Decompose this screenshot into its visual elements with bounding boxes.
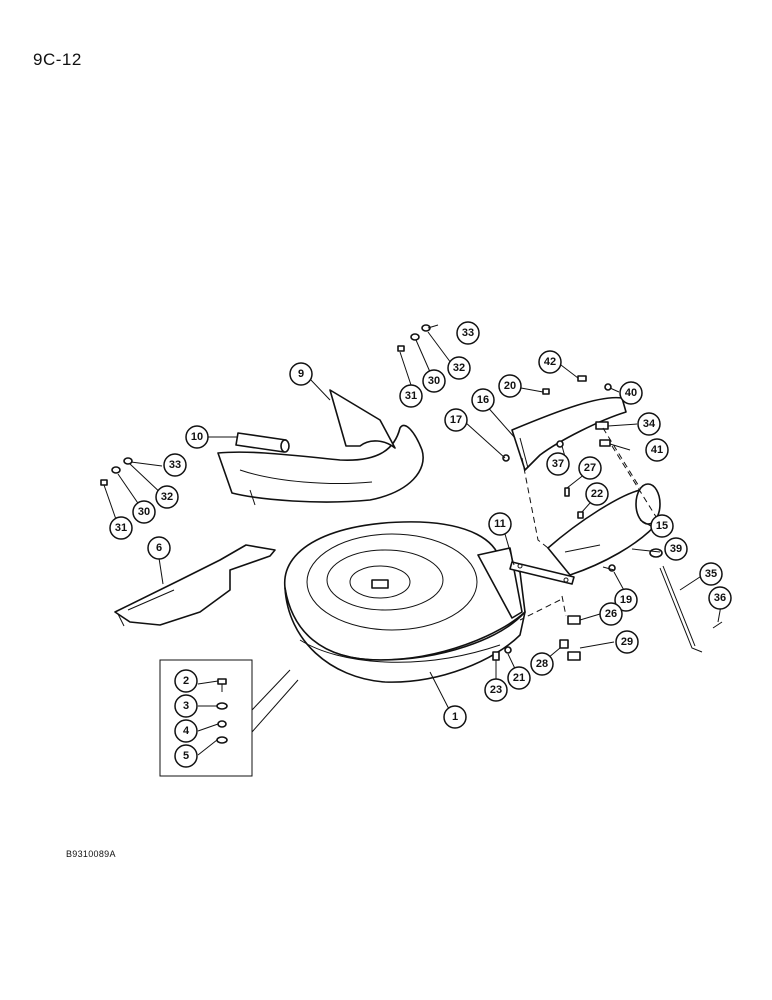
- svg-text:6: 6: [156, 542, 162, 554]
- hardware-bits: [100, 324, 723, 661]
- callout-2: 2: [174, 669, 198, 693]
- callout-33a: 33: [456, 321, 480, 345]
- callout-17: 17: [444, 408, 468, 432]
- svg-text:28: 28: [536, 658, 548, 670]
- svg-text:26: 26: [605, 608, 617, 620]
- callout-33b: 33: [163, 453, 187, 477]
- svg-text:31: 31: [115, 522, 127, 534]
- strap-bracket: [509, 561, 575, 585]
- assembly-guide-lines: [519, 427, 659, 621]
- callout-32b: 32: [155, 485, 179, 509]
- svg-text:42: 42: [544, 356, 556, 368]
- svg-text:17: 17: [450, 414, 462, 426]
- svg-text:3: 3: [183, 700, 189, 712]
- page-number: 9C-12: [33, 50, 82, 69]
- callout-1: 1: [443, 705, 467, 729]
- callout-11: 11: [488, 512, 512, 536]
- svg-text:33: 33: [169, 459, 181, 471]
- callout-27: 27: [578, 456, 602, 480]
- callout-30b: 30: [132, 500, 156, 524]
- callout-23: 23: [484, 678, 508, 702]
- callout-41: 41: [645, 438, 669, 462]
- callout-37: 37: [546, 452, 570, 476]
- callout-10: 10: [185, 425, 209, 449]
- svg-text:21: 21: [513, 672, 525, 684]
- callout-16: 16: [471, 388, 495, 412]
- svg-text:23: 23: [490, 684, 502, 696]
- callout-26: 26: [599, 602, 623, 626]
- callout-21: 21: [507, 666, 531, 690]
- svg-text:30: 30: [428, 375, 440, 387]
- hardware-inset: [159, 659, 299, 777]
- callout-15: 15: [650, 514, 674, 538]
- callout-42: 42: [538, 350, 562, 374]
- callout-29: 29: [615, 630, 639, 654]
- callout-9: 9: [289, 362, 313, 386]
- lower-shield: [114, 544, 276, 627]
- svg-text:29: 29: [621, 636, 633, 648]
- svg-text:36: 36: [714, 592, 726, 604]
- svg-text:31: 31: [405, 390, 417, 402]
- callout-28: 28: [530, 652, 554, 676]
- callout-31b: 31: [109, 516, 133, 540]
- svg-text:19: 19: [620, 594, 632, 606]
- callout-5: 5: [174, 744, 198, 768]
- callout-36: 36: [708, 586, 732, 610]
- callout-3: 3: [174, 694, 198, 718]
- callout-35: 35: [699, 562, 723, 586]
- svg-text:5: 5: [183, 750, 189, 762]
- callout-22: 22: [585, 482, 609, 506]
- callout-40: 40: [619, 381, 643, 405]
- callout-31a: 31: [399, 384, 423, 408]
- tube-piece: [235, 432, 290, 453]
- svg-text:4: 4: [183, 725, 190, 737]
- callout-20: 20: [498, 374, 522, 398]
- callout-39: 39: [664, 537, 688, 561]
- drawing-reference-code: B9310089A: [66, 849, 116, 859]
- fan-housing: [284, 521, 526, 683]
- svg-text:2: 2: [183, 675, 189, 687]
- svg-text:32: 32: [453, 362, 465, 374]
- svg-text:33: 33: [462, 327, 474, 339]
- svg-text:37: 37: [552, 458, 564, 470]
- svg-text:39: 39: [670, 543, 682, 555]
- svg-text:20: 20: [504, 380, 516, 392]
- upper-shroud: [217, 389, 424, 506]
- adjustment-rod: [659, 565, 703, 653]
- callout-4: 4: [174, 719, 198, 743]
- callout-30a: 30: [422, 369, 446, 393]
- callout-32a: 32: [447, 356, 471, 380]
- svg-text:30: 30: [138, 506, 150, 518]
- svg-text:22: 22: [591, 488, 603, 500]
- upper-chute: [511, 396, 627, 471]
- svg-text:34: 34: [643, 418, 656, 430]
- svg-text:16: 16: [477, 394, 489, 406]
- svg-text:27: 27: [584, 462, 596, 474]
- svg-text:15: 15: [656, 520, 668, 532]
- svg-text:9: 9: [298, 368, 304, 380]
- svg-text:32: 32: [161, 491, 173, 503]
- svg-text:40: 40: [625, 387, 637, 399]
- svg-text:10: 10: [191, 431, 203, 443]
- callout-19: 19: [614, 588, 638, 612]
- svg-text:11: 11: [494, 518, 506, 530]
- svg-text:35: 35: [705, 568, 717, 580]
- svg-text:41: 41: [651, 444, 663, 456]
- callout-6: 6: [147, 536, 171, 560]
- svg-text:1: 1: [452, 711, 458, 723]
- callout-34: 34: [637, 412, 661, 436]
